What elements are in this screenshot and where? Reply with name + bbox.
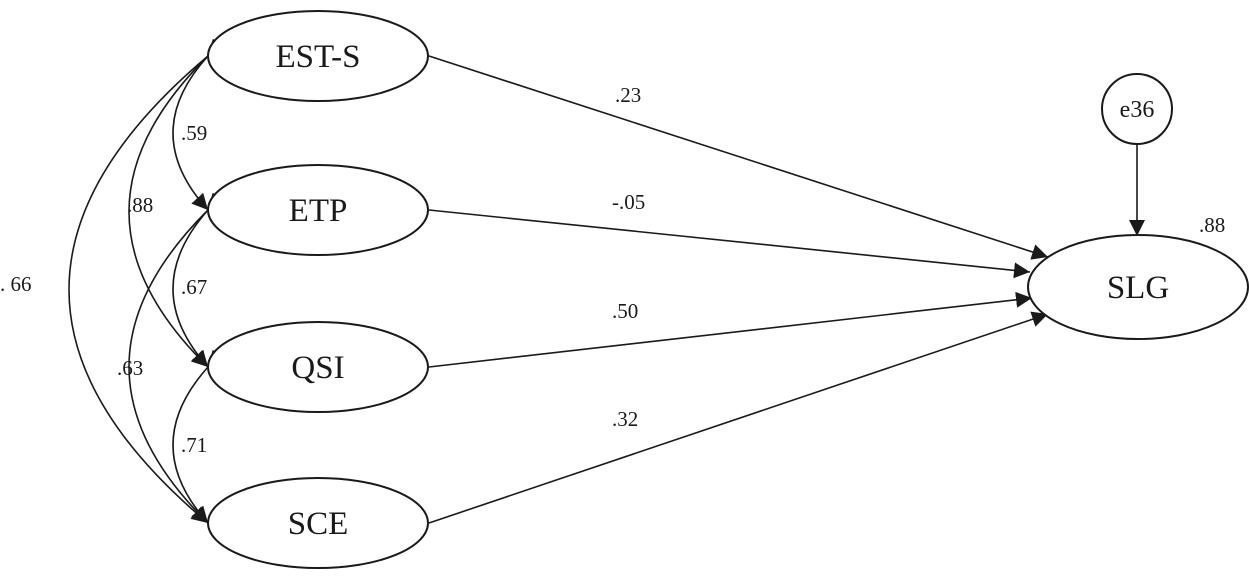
node-sce: SCE (207, 477, 429, 569)
coef-est-s-slg: .23 (615, 83, 641, 107)
r-squared-slg: .88 (1199, 213, 1225, 237)
node-etp: ETP (207, 164, 429, 256)
node-etp-label: ETP (289, 193, 348, 229)
node-est-s-label: EST-S (276, 39, 361, 75)
coef-etp-slg: -.05 (612, 190, 645, 214)
covariance-est-s-sce (68, 39, 226, 524)
covariance-est-s-qsi (128, 39, 226, 368)
node-est-s: EST-S (207, 10, 429, 102)
coef-etp-sce: .63 (117, 356, 143, 380)
coef-qsi-slg: .50 (612, 299, 638, 323)
node-slg: SLG (1027, 234, 1249, 340)
node-e36: e36 (1101, 73, 1173, 145)
path-qsi-slg (428, 291, 1033, 368)
coef-sce-slg: .32 (612, 407, 638, 431)
coef-est-s-qsi: .88 (127, 193, 153, 217)
node-qsi: QSI (207, 321, 429, 413)
path-etp-slg (428, 209, 1031, 279)
covariance-etp-sce (128, 193, 225, 524)
coef-qsi-sce: .71 (181, 433, 207, 457)
coef-est-s-etp: .59 (181, 121, 207, 145)
coef-est-s-sce: . 66 (0, 272, 32, 296)
node-e36-label: e36 (1120, 97, 1155, 123)
path-sce-slg (428, 311, 1049, 524)
path-est-s-slg (428, 55, 1049, 260)
coef-etp-qsi: .67 (181, 275, 207, 299)
node-slg-label: SLG (1107, 270, 1169, 306)
node-sce-label: SCE (288, 506, 349, 542)
covariance-qsi-sce (172, 349, 225, 524)
node-qsi-label: QSI (291, 350, 344, 386)
